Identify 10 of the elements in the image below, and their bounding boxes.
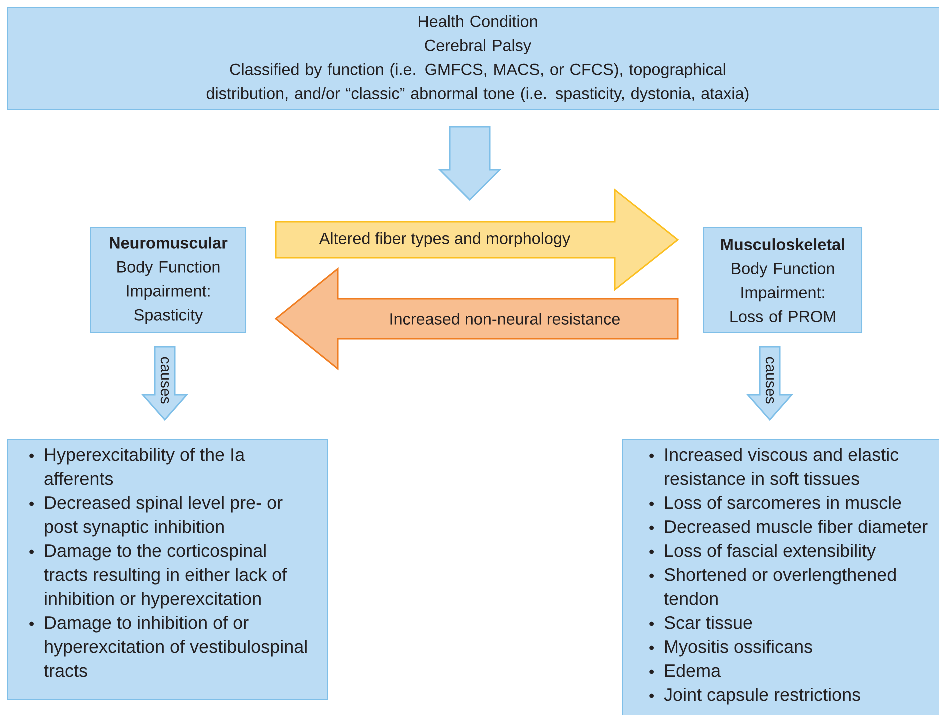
impairment-box: Neuromuscular Body Function Impairment: Spasticity [90,228,246,334]
arrow-label: Increased non-neural resistance [388,312,622,326]
bullet-list-box: Hyperexcitability of the Ia afferents Decreased spinal level pre- or post synaptic inhibition Damage to the corticospinal tracts resulting in either lack of inhibition or hyperexcitation Damage to inhibition of or hyperexcitation of vestibulospinal tracts [8,440,328,700]
condition-box: Health Condition Cerebral Palsy Classified by function (i.e. GMFCS, MACS, or CFCS), topographical distribution, and/or “classic” abnormal tone (i.e. spasticity, dystonia, ataxia) [8,8,939,110]
bullet-list-box: Increased viscous and elastic resistance in soft tissues Loss of sarcomeres in muscle Decreased muscle fiber diameter Loss of fascial extensibility Shortened or overlengthened tendon Scar tissue Myositis ossificans Edema Joint capsule restrictions [622,440,939,715]
arrow-label: causes [160,356,170,406]
block-arrow [438,126,502,202]
arrow-label: causes [764,356,776,406]
arrow-label: Altered fiber types and morphology [318,231,572,249]
impairment-box: Musculoskeletal Body Function Impairment: Loss of PROM [704,228,862,334]
